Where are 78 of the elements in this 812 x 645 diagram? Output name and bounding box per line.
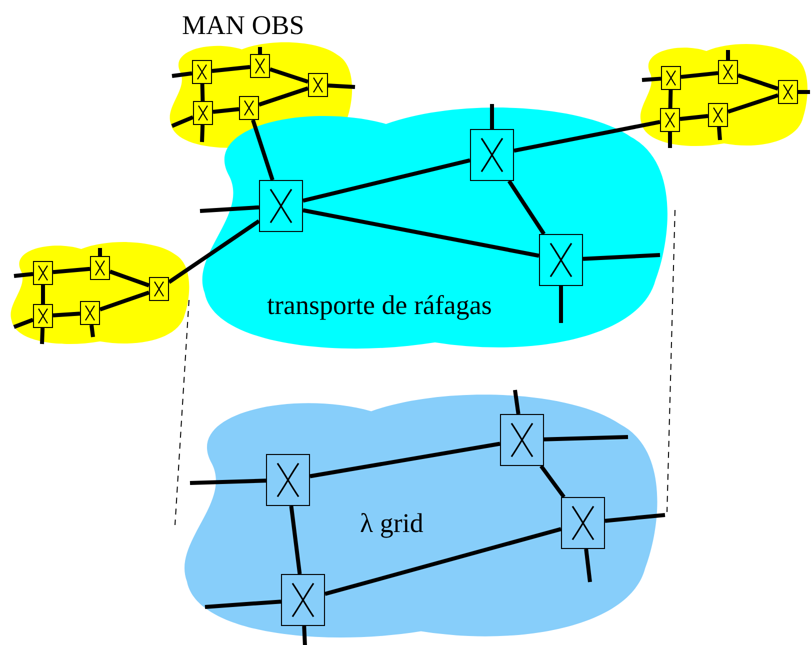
network-link — [200, 124, 205, 142]
switch-box — [718, 60, 738, 84]
network-link — [212, 107, 240, 114]
switch-box — [239, 96, 259, 120]
network-link — [726, 50, 730, 60]
switch-box — [192, 60, 212, 84]
network-link — [544, 435, 628, 442]
network-link — [513, 390, 520, 414]
network-link — [41, 285, 45, 304]
switch-box — [500, 414, 544, 466]
network-link — [269, 67, 309, 84]
switch-box — [660, 108, 680, 132]
switch-box — [778, 80, 798, 104]
switch-box — [539, 234, 583, 286]
network-link — [258, 86, 309, 107]
network-link — [302, 158, 470, 203]
network-link — [582, 253, 660, 261]
network-link — [289, 506, 302, 574]
network-label: transporte de ráfagas — [267, 292, 492, 319]
network-link — [642, 76, 662, 82]
dashed-projection-line — [666, 210, 676, 512]
network-link — [212, 65, 250, 73]
switch-box — [250, 54, 270, 78]
switch-box — [561, 497, 605, 549]
switch-box — [193, 101, 213, 125]
dashed-projection-line — [174, 300, 190, 526]
switch-box — [470, 129, 514, 181]
switch-box — [266, 454, 310, 506]
network-link — [328, 84, 356, 89]
network-link — [200, 205, 260, 213]
switch-box — [308, 73, 328, 97]
switch-box — [90, 256, 110, 280]
network-link — [727, 93, 779, 114]
network-label: λ grid — [360, 510, 424, 537]
switch-box — [33, 261, 53, 285]
network-link — [200, 84, 205, 102]
network-link — [604, 513, 666, 523]
switch-box — [149, 277, 169, 301]
network-link — [258, 47, 262, 54]
network-link — [514, 120, 660, 153]
network-link — [490, 104, 494, 129]
switch-box — [708, 103, 728, 127]
network-link — [584, 548, 592, 582]
network-link — [310, 442, 500, 478]
network-link — [98, 248, 102, 256]
network-link — [716, 126, 722, 140]
network-link — [52, 312, 80, 318]
network-link — [90, 324, 95, 338]
network-link — [680, 114, 708, 121]
switch-box — [281, 574, 325, 626]
network-link — [680, 71, 718, 79]
network-link — [14, 272, 34, 278]
switch-box — [33, 304, 53, 328]
network-link — [559, 286, 563, 323]
network-link — [190, 478, 266, 485]
network-link — [798, 90, 810, 94]
network-link — [109, 270, 150, 288]
network-link — [52, 266, 90, 274]
network-link — [507, 180, 546, 236]
switch-box — [661, 66, 681, 90]
network-link — [99, 290, 150, 312]
network-link — [668, 90, 673, 108]
network-link — [172, 71, 192, 78]
switch-box — [80, 301, 100, 325]
network-title: MAN OBS — [182, 12, 304, 39]
network-link — [168, 219, 260, 284]
network-link — [668, 132, 672, 148]
network-link — [204, 600, 282, 609]
network-link — [302, 208, 540, 258]
network-link — [171, 115, 194, 128]
network-link — [737, 73, 779, 91]
network-link — [540, 464, 566, 498]
network-link — [302, 626, 307, 645]
switch-box — [259, 180, 303, 232]
network-link — [324, 527, 562, 596]
network-link — [251, 119, 274, 181]
network-link — [40, 328, 45, 344]
network-link — [13, 318, 34, 329]
